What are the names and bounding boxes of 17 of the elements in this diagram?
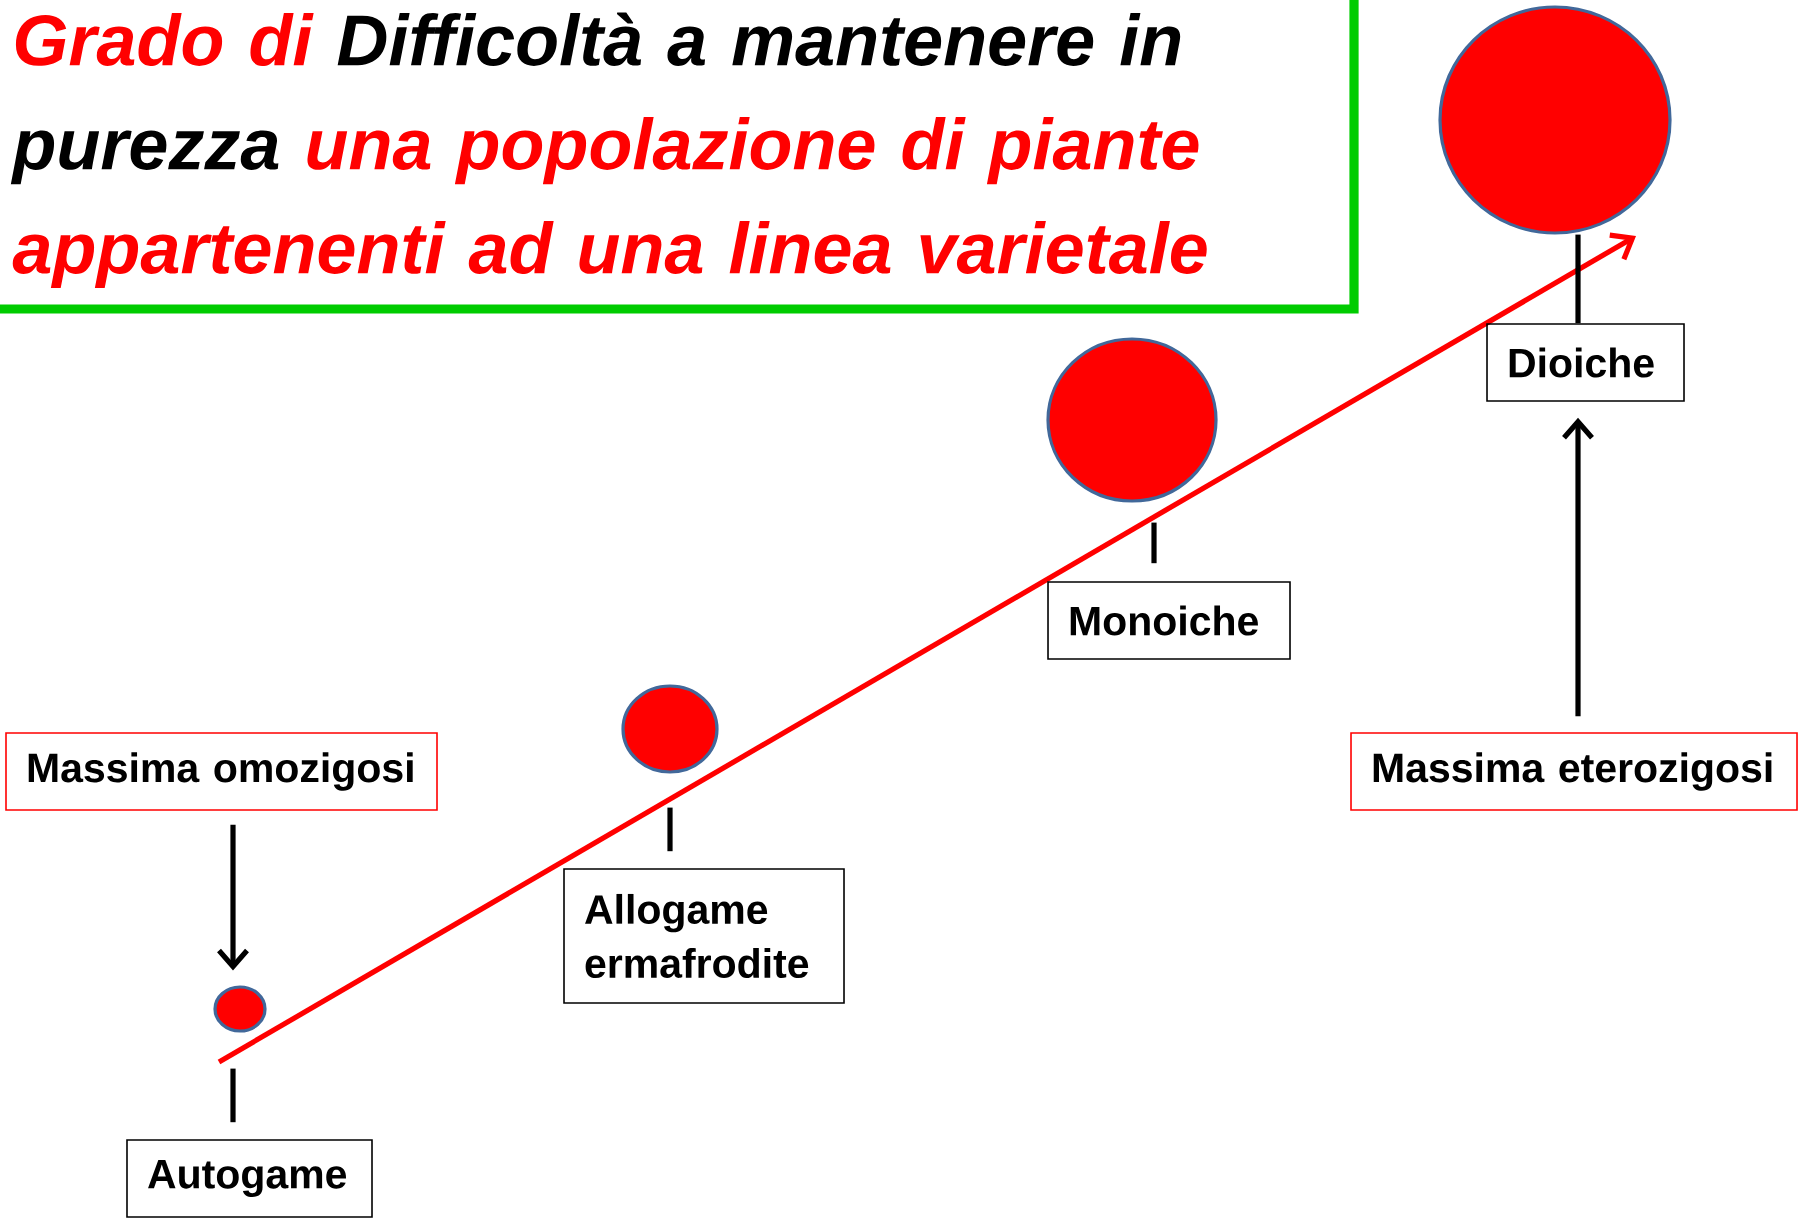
connector-tick	[667, 807, 673, 852]
arrow	[1562, 417, 1594, 717]
plant-type-box: Dioiche	[1486, 323, 1685, 402]
dot	[213, 985, 267, 1033]
dot	[621, 684, 719, 774]
plant-type-box: Allogame ermafrodite	[563, 868, 845, 1004]
title-box: Grado di Difficoltà a mantenere in purezza una popolazione di piante appartenenti ad una linea varietale	[0, 0, 1359, 314]
plant-type-box: Autogame	[126, 1139, 373, 1218]
connector-tick	[1151, 522, 1157, 564]
note-box: Massima eterozigosi	[1350, 732, 1798, 811]
note-box: Massima omozigosi	[5, 732, 438, 811]
connector-tick	[230, 1068, 236, 1123]
dot	[1046, 337, 1218, 503]
dot	[1438, 5, 1672, 235]
plant-type-box: Monoiche	[1047, 581, 1291, 660]
connector-tick	[1575, 234, 1581, 324]
arrow	[217, 824, 249, 971]
